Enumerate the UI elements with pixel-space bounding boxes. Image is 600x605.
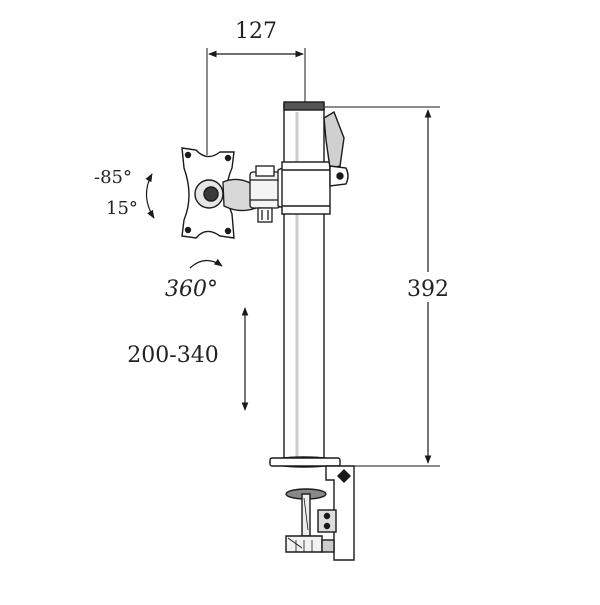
arm-reach-label: 127 — [235, 19, 277, 44]
tilt-down-label: 15° — [106, 198, 138, 219]
vesa-plate — [181, 147, 235, 239]
pole-collar — [281, 110, 349, 215]
tilt-up-label: -85° — [94, 167, 132, 188]
desk-clamp — [285, 465, 355, 561]
mount-pole — [283, 101, 325, 465]
height-range-dimension: 200-340 — [127, 307, 249, 411]
pole-height-label: 392 — [407, 277, 449, 302]
base-plate — [269, 456, 341, 468]
arm-reach-dimension: 127 — [206, 19, 306, 155]
swivel-indicator: 360° — [165, 258, 223, 302]
pole-height-dimension: 392 — [325, 106, 454, 467]
height-range-label: 200-340 — [127, 343, 218, 368]
swivel-label: 360° — [165, 277, 218, 302]
tilt-indicator: -85° 15° — [94, 167, 155, 219]
